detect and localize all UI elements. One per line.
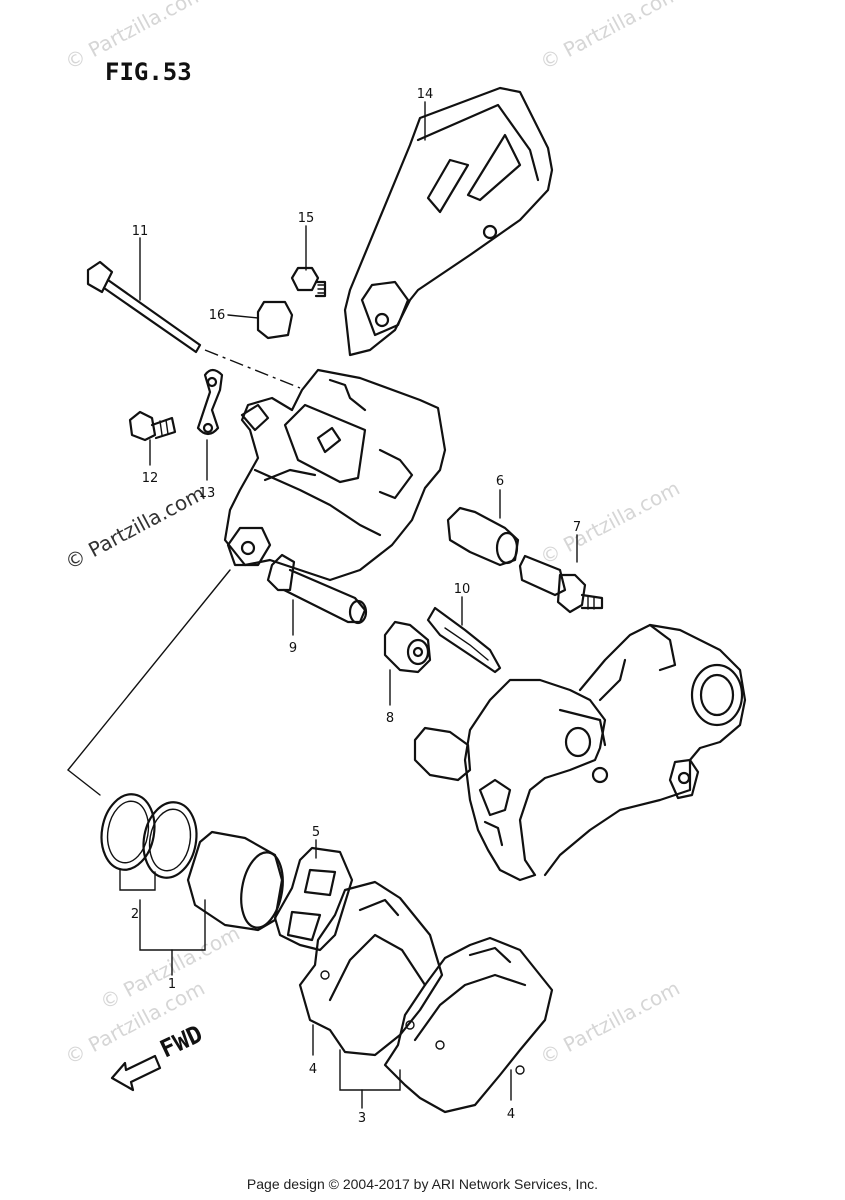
part-label: 10: [454, 582, 471, 597]
watermark: © Partzilla.com: [536, 976, 684, 1070]
part-4-pad-right: [383, 936, 554, 1114]
leader-lines: [67, 101, 578, 1109]
part-label: 8: [386, 711, 394, 726]
watermark: © Partzilla.com: [61, 481, 209, 575]
part-labels: 1 2 3 4 4 5 6 7 8 9 10 11 12 13 14 15 16: [131, 87, 581, 1126]
part-label: 6: [496, 474, 504, 489]
part-label: 15: [298, 211, 315, 226]
fwd-label: FWD: [156, 1020, 207, 1064]
watermark: © Partzilla.com: [536, 476, 684, 570]
part-8-boot: [383, 620, 432, 674]
part-label: 13: [199, 486, 216, 501]
part-label: 1: [168, 977, 176, 992]
part-label: 9: [289, 641, 297, 656]
part-label: 5: [312, 825, 320, 840]
part-1-piston: [186, 830, 284, 932]
watermark: © Partzilla.com: [536, 0, 684, 74]
part-label: 4: [507, 1107, 515, 1122]
part-label: 7: [573, 520, 581, 535]
part-5-shim: [273, 846, 354, 952]
part-11-pin: [86, 260, 202, 354]
caliper-bracket: [413, 623, 747, 882]
part-4-pad-left: [298, 880, 444, 1057]
page-footer: Page design © 2004-2017 by ARI Network S…: [246, 1176, 599, 1192]
part-label: 2: [131, 907, 139, 922]
part-10-spring: [426, 606, 502, 674]
part-9-slide-pin: [266, 553, 368, 625]
part-15-bolt: [290, 266, 327, 298]
part-label: 12: [142, 471, 159, 486]
part-6-sleeve: [446, 506, 520, 567]
part-14-bracket: [343, 86, 554, 357]
part-label: 11: [132, 224, 149, 239]
part-label: 3: [358, 1111, 366, 1126]
part-label: 14: [417, 87, 434, 102]
part-label: 16: [209, 308, 226, 323]
caliper-body: [223, 368, 447, 582]
part-16-cap: [256, 300, 294, 340]
part-2-seals: [100, 793, 198, 879]
figure-title: FIG.53: [105, 58, 192, 86]
part-7-bolt: [518, 554, 604, 614]
part-12-bleeder: [128, 410, 177, 442]
arrow-left-icon: [110, 1054, 162, 1092]
part-label: 4: [309, 1062, 317, 1077]
part-13-cap: [196, 368, 224, 436]
